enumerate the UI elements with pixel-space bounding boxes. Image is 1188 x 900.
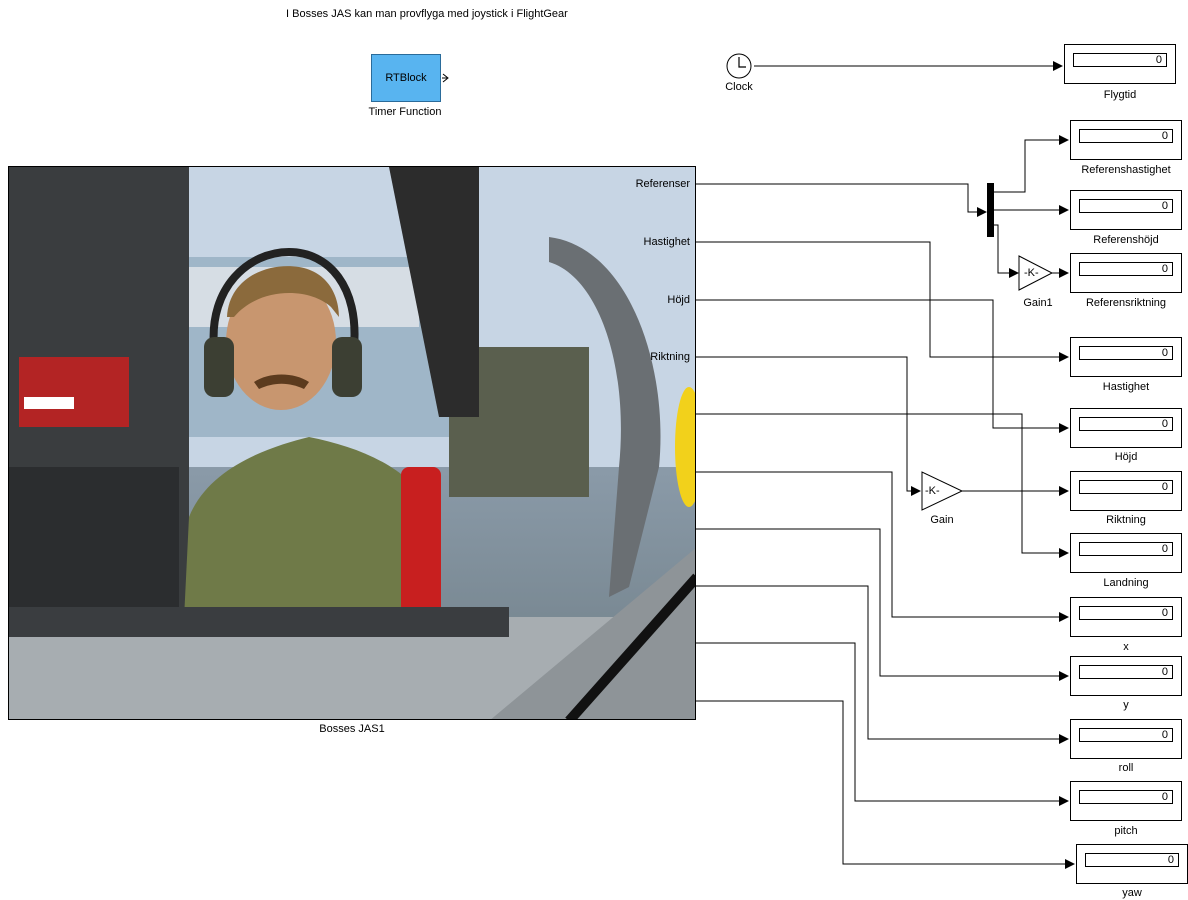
- display-x[interactable]: 0: [1070, 597, 1182, 637]
- wire-y: [696, 529, 1068, 676]
- display-caption: Riktning: [1106, 514, 1146, 526]
- gain1-label: -K-: [1024, 267, 1039, 279]
- display-caption: x: [1123, 641, 1129, 653]
- display-roll[interactable]: 0: [1070, 719, 1182, 759]
- port-hastighet: Hastighet: [590, 236, 690, 248]
- clock-caption: Clock: [725, 81, 753, 93]
- gain-label: -K-: [925, 485, 940, 497]
- subsystem-bosses-jas1[interactable]: [8, 166, 696, 720]
- gain1-caption: Gain1: [1023, 297, 1052, 309]
- wire-refrikt: [994, 225, 1018, 273]
- display-value: 0: [1079, 480, 1173, 494]
- demux-block: [987, 183, 994, 237]
- display-value: 0: [1079, 790, 1173, 804]
- wire-referenser: [696, 184, 986, 212]
- display-value: 0: [1079, 262, 1173, 276]
- rtblock[interactable]: RTBlock: [371, 54, 441, 102]
- display-value: 0: [1085, 853, 1179, 867]
- subsystem-caption: Bosses JAS1: [319, 723, 384, 735]
- display-value: 0: [1079, 199, 1173, 213]
- display-caption: Referenshastighet: [1081, 164, 1170, 176]
- display-value: 0: [1073, 53, 1167, 67]
- display-caption: roll: [1119, 762, 1134, 774]
- display-hastighet[interactable]: 0: [1070, 337, 1182, 377]
- display-value: 0: [1079, 417, 1173, 431]
- wire-landning: [696, 414, 1068, 553]
- gain-caption: Gain: [930, 514, 953, 526]
- display-caption: Hastighet: [1103, 381, 1149, 393]
- display-value: 0: [1079, 542, 1173, 556]
- display-value: 0: [1079, 665, 1173, 679]
- display-caption: Referenshöjd: [1093, 234, 1158, 246]
- port-hojd: Höjd: [590, 294, 690, 306]
- display-value: 0: [1079, 728, 1173, 742]
- display-caption: Flygtid: [1104, 89, 1136, 101]
- wire-yaw: [696, 701, 1074, 864]
- port-referenser: Referenser: [590, 178, 690, 190]
- display-caption: pitch: [1114, 825, 1137, 837]
- display-y[interactable]: 0: [1070, 656, 1182, 696]
- display-yaw[interactable]: 0: [1076, 844, 1188, 884]
- wire-x: [696, 472, 1068, 617]
- display-hojd[interactable]: 0: [1070, 408, 1182, 448]
- display-flygtid[interactable]: 0: [1064, 44, 1176, 84]
- display-caption: Referensriktning: [1086, 297, 1166, 309]
- display-value: 0: [1079, 129, 1173, 143]
- wire-refhast: [994, 140, 1068, 192]
- port-riktning: Riktning: [590, 351, 690, 363]
- clock-icon: [727, 54, 751, 78]
- pilot-cockpit-photo: [9, 167, 696, 720]
- display-value: 0: [1079, 606, 1173, 620]
- wire-roll: [696, 586, 1068, 739]
- display-caption: Höjd: [1115, 451, 1138, 463]
- rtblock-caption: Timer Function: [369, 106, 442, 118]
- display-caption: Landning: [1103, 577, 1148, 589]
- display-referenshastighet[interactable]: 0: [1070, 120, 1182, 160]
- display-caption: y: [1123, 699, 1129, 711]
- display-value: 0: [1079, 346, 1173, 360]
- wire-hojd: [696, 300, 1068, 428]
- display-landning[interactable]: 0: [1070, 533, 1182, 573]
- wire-pitch: [696, 643, 1068, 801]
- display-referensriktning[interactable]: 0: [1070, 253, 1182, 293]
- display-pitch[interactable]: 0: [1070, 781, 1182, 821]
- display-referenshojd[interactable]: 0: [1070, 190, 1182, 230]
- wire-riktning: [696, 357, 920, 491]
- display-caption: yaw: [1122, 887, 1142, 899]
- display-riktning[interactable]: 0: [1070, 471, 1182, 511]
